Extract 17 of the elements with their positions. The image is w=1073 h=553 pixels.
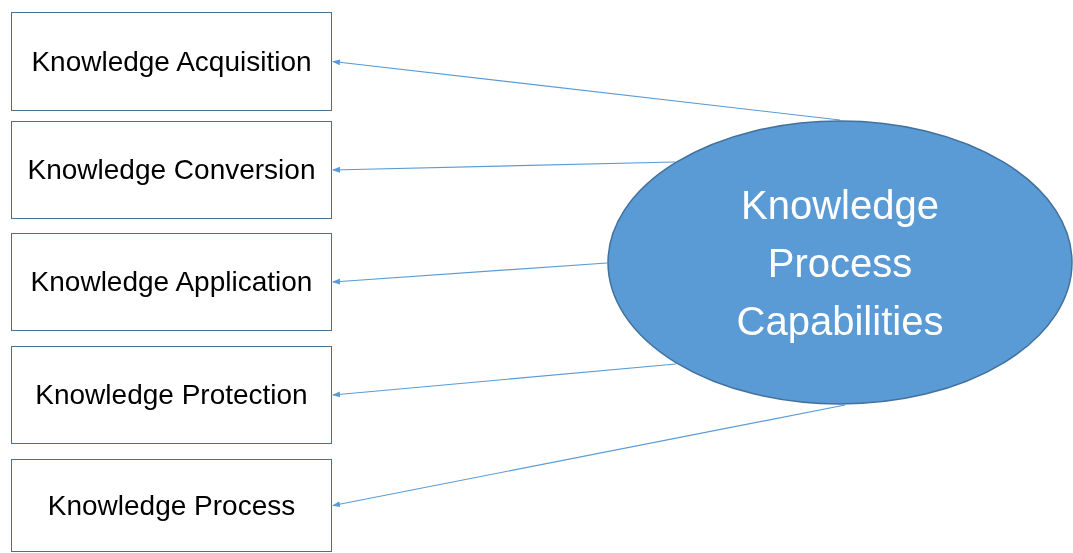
- process-box: [11, 459, 332, 552]
- process-box: [11, 346, 332, 444]
- arrow: [332, 161, 676, 173]
- node-label: Knowledge Process Capabilities: [735, 181, 945, 345]
- process-box: [11, 233, 332, 331]
- node-label: Knowledge Protection: [35, 378, 308, 412]
- arrow: [332, 404, 846, 508]
- node-label: Knowledge Process: [47, 488, 296, 523]
- arrow: [332, 363, 677, 398]
- arrow: [332, 59, 841, 121]
- process-box: [11, 121, 332, 219]
- process-box: [11, 12, 332, 111]
- arrow: [332, 262, 608, 285]
- node-label: Knowledge Application: [30, 265, 313, 299]
- node-label: Knowledge Acquisition: [31, 44, 312, 79]
- node-label: Knowledge Conversion: [27, 153, 316, 187]
- ellipse-node: [607, 120, 1073, 405]
